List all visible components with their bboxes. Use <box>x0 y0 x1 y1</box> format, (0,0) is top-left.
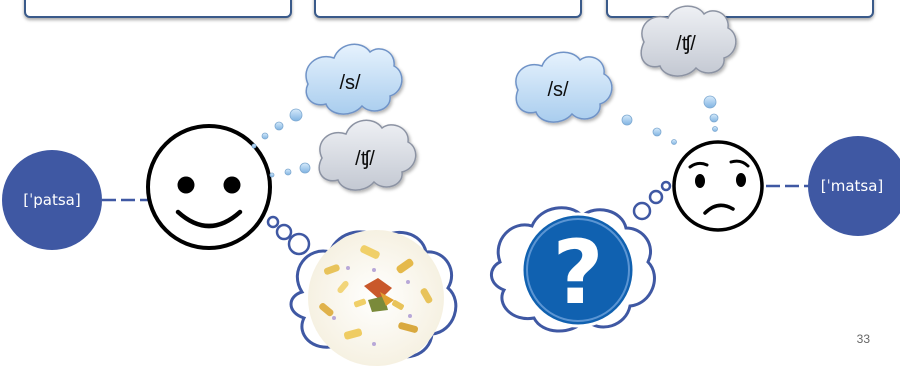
confused-face-icon <box>672 140 764 232</box>
pasta-thought-chain <box>266 215 311 256</box>
cloud-s-left-text: /s/ <box>339 72 361 94</box>
top-tab-middle <box>314 0 582 18</box>
cloud-tsh-right: /ʧ/ <box>640 5 737 77</box>
question-cloud: ? <box>490 206 656 333</box>
happy-face-icon <box>146 124 272 250</box>
cloud-tsh-right-text: /ʧ/ <box>676 33 696 55</box>
question-mark-icon: ? <box>552 221 603 324</box>
cloud-s-right: /s/ <box>515 51 613 123</box>
left-thought-dots <box>251 108 311 178</box>
top-tab-left <box>24 0 292 18</box>
question-thought-chain <box>632 180 672 221</box>
node-patsa-label: [ˈpatsa] <box>23 191 80 209</box>
cloud-tsh-left: /ʧ/ <box>318 119 417 191</box>
cloud-tsh-left-text: /ʧ/ <box>355 148 375 170</box>
node-matsa: [ˈmatsa] <box>808 136 900 236</box>
pasta-image <box>319 245 433 346</box>
page-number: 33 <box>856 332 870 346</box>
cloud-s-left: /s/ <box>305 43 403 115</box>
cloud-s-right-text: /s/ <box>547 79 569 101</box>
node-matsa-label: [ˈmatsa] <box>821 177 884 195</box>
node-patsa: [ˈpatsa] <box>2 150 102 250</box>
right-thought-dots <box>621 95 719 145</box>
